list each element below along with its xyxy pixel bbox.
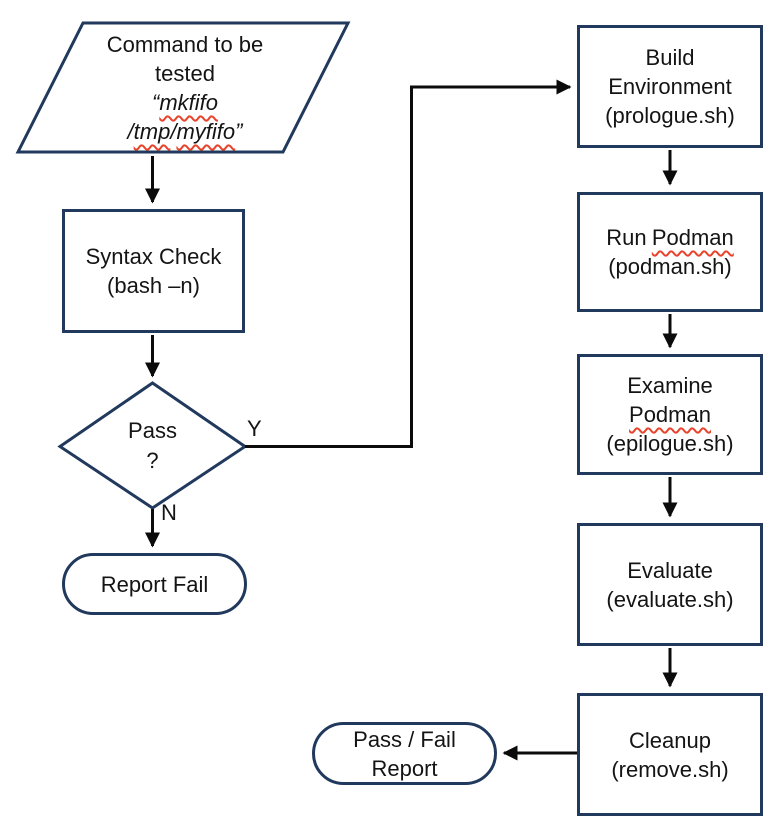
node-examine-podman: Examine Podman (epilogue.sh) [577,354,763,475]
node-report-fail: Report Fail [62,553,247,615]
examine-podman-line1: Examine [627,373,713,398]
cleanup-title: Cleanup [629,727,711,753]
node-command-input: Command to be tested “mkfifo /tmp/myfifo… [35,28,335,148]
parallelogram-command-shape [15,21,351,154]
decision-no-label: N [161,500,177,525]
node-pass-fail-report: Pass / Fail Report [312,722,497,785]
report-fail-label: Report Fail [100,571,209,597]
build-env-line1: Build [645,45,695,70]
command-line-2: tested [155,61,215,86]
pass-fail-report-line2: Report [371,755,438,781]
syntax-check-title: Syntax Check [85,244,222,269]
build-env-script: (prologue.sh) [605,103,735,128]
command-line-4: /tmp/myfifo” [127,119,243,144]
decision-label: Pass [128,418,177,443]
run-podman-script: (podman.sh) [608,254,732,279]
decision-question-mark: ? [146,448,159,473]
node-evaluate: Evaluate (evaluate.sh) [577,523,763,646]
node-build-environment: Build Environment (prologue.sh) [577,25,763,148]
cleanup-script: (remove.sh) [611,756,729,782]
node-cleanup: Cleanup (remove.sh) [577,693,763,816]
arrow-decision-yes-to-build [245,79,572,448]
examine-podman-script: (epilogue.sh) [606,431,734,456]
node-pass-decision: Pass ? [92,414,213,478]
decision-diamond-shape [57,381,248,510]
node-syntax-check: Syntax Check (bash –n) [62,209,245,333]
syntax-check-script: (bash –n) [107,273,200,298]
command-line-3: “mkfifo [151,90,218,115]
build-env-line2: Environment [608,74,732,99]
decision-yes-label: Y [247,416,262,441]
examine-podman-line2: Podman [629,402,711,427]
evaluate-script: (evaluate.sh) [606,586,734,612]
pass-fail-report-line1: Pass / Fail [353,726,456,752]
evaluate-title: Evaluate [627,557,713,583]
command-line-1: Command to be [106,32,264,57]
